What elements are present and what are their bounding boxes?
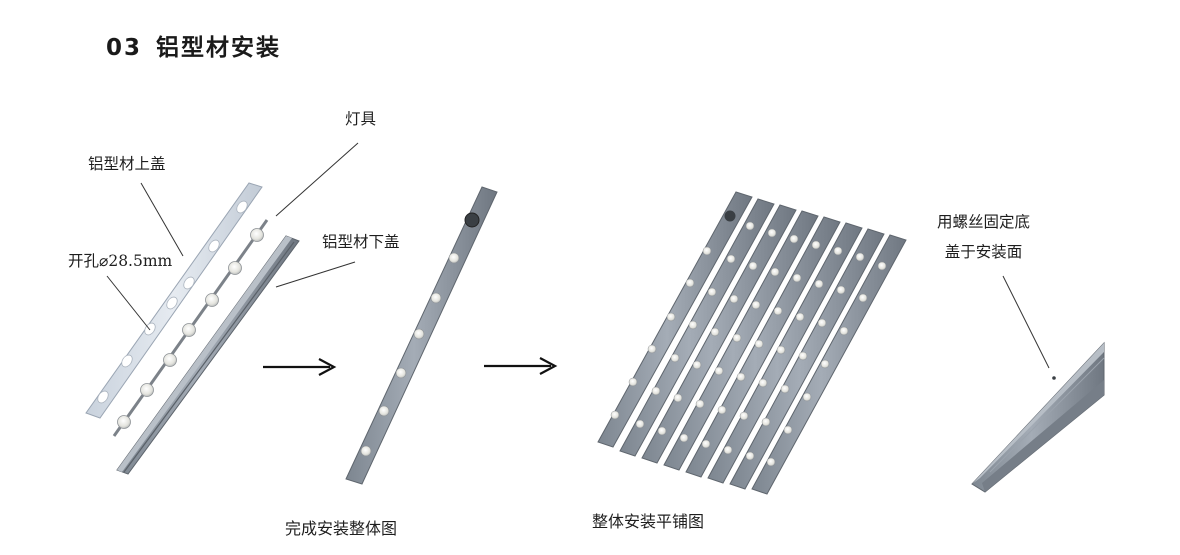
bottom-profile-channel [116, 235, 300, 475]
leader-hole [106, 275, 151, 331]
label-hole: 开孔⌀28.5mm [68, 252, 173, 270]
flat-bar [663, 210, 819, 471]
flat-bar [707, 222, 863, 484]
screw-icon [1052, 376, 1056, 380]
leader-screw [1002, 275, 1050, 369]
label-screw-line2: 盖于安装面 [944, 243, 1023, 261]
leader-lines [106, 142, 1050, 369]
flat-bar [597, 191, 753, 448]
screw-fixing-view [971, 341, 1105, 493]
leader-top-cover [140, 182, 184, 257]
led-string [112, 219, 269, 437]
label-screw-fixing: 用螺丝固定底 盖于安装面 [937, 207, 1030, 267]
flat-bar [685, 216, 841, 478]
section-title: 铝型材安装 [156, 35, 282, 61]
arrow-right-icon [263, 358, 337, 376]
caption-complete-assembly: 完成安装整体图 [285, 519, 398, 538]
arrow-right-icon [484, 357, 558, 375]
page-title: 03 铝型材安装 [106, 28, 281, 62]
label-top-cover: 铝型材上盖 [88, 155, 166, 173]
flat-layout-bars [597, 191, 907, 495]
leader-lamp [275, 142, 359, 217]
label-screw-line1: 用螺丝固定底 [937, 213, 1031, 231]
top-cover-strip [85, 182, 263, 419]
caption-flat-layout: 整体安装平铺图 [592, 512, 705, 531]
label-bottom-cover: 铝型材下盖 [322, 233, 400, 251]
section-number: 03 [106, 35, 143, 61]
leader-bottom-cover [275, 261, 356, 288]
label-lamp: 灯具 [345, 110, 377, 128]
flat-bar [641, 204, 797, 464]
flat-bar [729, 228, 885, 490]
assembled-bar [345, 186, 498, 485]
flat-bar [619, 198, 775, 457]
flat-bar [751, 234, 907, 495]
exploded-view [85, 182, 300, 475]
